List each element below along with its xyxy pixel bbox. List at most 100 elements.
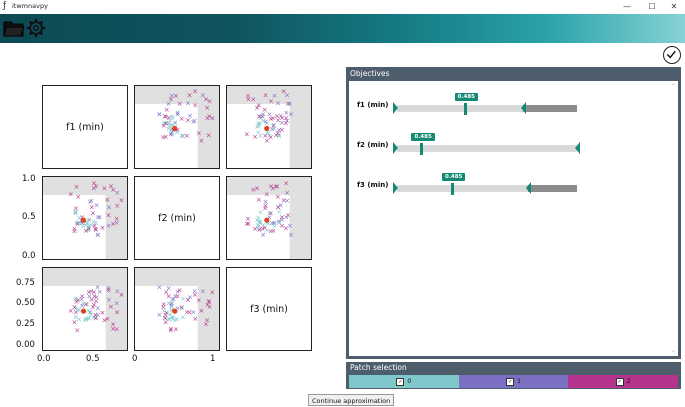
- continue-approximation-button[interactable]: Continue approximation: [308, 394, 395, 406]
- value-handle[interactable]: [451, 183, 454, 195]
- folder-open-icon[interactable]: [3, 16, 25, 40]
- lower-bound-handle-icon[interactable]: [393, 182, 398, 194]
- checkbox-icon[interactable]: ✓: [506, 377, 515, 386]
- patch-toggle-1[interactable]: ✓1: [458, 375, 569, 388]
- scatter-point: ×: [89, 203, 95, 211]
- scatter-point: ×: [163, 113, 169, 121]
- scatter-point: ×: [79, 302, 85, 310]
- scatter-point: ×: [101, 317, 107, 325]
- scatter-cell-r2c3[interactable]: ××××××××××××××××××××××××××××××××××××××××…: [226, 176, 312, 260]
- scatter-point: ×: [80, 222, 86, 230]
- y-tick: 0.75: [16, 278, 35, 288]
- title-bar: ƒ itwmnavpy — ☐ ✕: [0, 0, 685, 15]
- diag-label-f1: f1 (min): [66, 122, 104, 133]
- scatter-point: ×: [163, 119, 169, 127]
- scatter-point: ×: [106, 285, 112, 293]
- patch-toggle-0[interactable]: ✓0: [349, 375, 459, 388]
- scatter-cell-r1c3[interactable]: ××××××××××××××××××××××××××××××××××××××××…: [226, 85, 312, 169]
- scatter-point: ×: [87, 308, 93, 316]
- scatter-point: ×: [174, 129, 180, 137]
- scatter-point: ×: [256, 222, 262, 230]
- scatter-point: ×: [257, 120, 263, 128]
- scatter-point: ×: [271, 222, 277, 230]
- scatter-point: ×: [157, 311, 163, 319]
- scatter-point: ×: [275, 193, 281, 201]
- value-handle[interactable]: [463, 103, 467, 115]
- scatter-point: ×: [255, 122, 261, 130]
- scatter-point: ×: [172, 292, 178, 300]
- scatter-point: ×: [94, 294, 100, 302]
- scatter-point: ×: [255, 221, 261, 229]
- maximize-button[interactable]: ☐: [648, 2, 656, 11]
- checkbox-icon[interactable]: ✓: [615, 377, 624, 386]
- close-button[interactable]: ✕: [670, 2, 678, 11]
- objective-slider-f2[interactable]: 0.485: [393, 133, 580, 155]
- value-handle[interactable]: [420, 143, 424, 155]
- scatter-point: ×: [175, 288, 181, 296]
- minimize-button[interactable]: —: [623, 2, 631, 11]
- scatter-point: ×: [166, 125, 172, 133]
- scatter-point: ×: [184, 132, 190, 140]
- scatter-point: ×: [87, 198, 93, 206]
- scatter-point: ×: [275, 203, 281, 211]
- scatter-point: ×: [114, 300, 120, 308]
- scatter-point: ×: [68, 190, 74, 198]
- scatter-point: ×: [83, 301, 89, 309]
- scatter-point: ×: [91, 180, 97, 188]
- upper-bound-handle-icon[interactable]: [521, 102, 526, 114]
- scatter-cell-r1c2[interactable]: ××××××××××××××××××××××××××××××××××××××××…: [134, 85, 220, 169]
- scatter-plot-f1-f3: ××××××××××××××××××××××××××××××××××××××××…: [43, 268, 127, 350]
- scatter-point: ×: [170, 115, 176, 123]
- patch-selection-header: Patch selection: [350, 363, 407, 372]
- checkbox-icon[interactable]: ✓: [396, 377, 405, 386]
- objective-row-f3: f3 (min) 0.485: [357, 173, 587, 197]
- scatter-point: ×: [110, 220, 116, 228]
- scatter-point: ×: [276, 133, 282, 141]
- scatter-point: ×: [161, 120, 167, 128]
- scatter-point: ×: [93, 225, 99, 233]
- scatter-point: ×: [244, 131, 250, 139]
- scatter-point: ×: [114, 287, 120, 295]
- scatter-point: ×: [196, 296, 202, 304]
- scatter-point: ×: [162, 120, 168, 128]
- scatter-point: ×: [84, 220, 90, 228]
- scatter-point: ×: [79, 295, 85, 303]
- objective-slider-f3[interactable]: 0.485: [393, 173, 577, 195]
- scroll-down-arrow-icon[interactable]: ⌄: [670, 347, 676, 354]
- lower-bound-handle-icon[interactable]: [393, 142, 398, 154]
- scatter-cell-r2c1[interactable]: ××××××××××××××××××××××××××××××××××××××××…: [42, 176, 128, 260]
- scatter-point: ×: [271, 121, 277, 129]
- scatter-point: ×: [76, 219, 82, 227]
- objectives-header: Objectives: [350, 69, 390, 78]
- scatter-point: ×: [262, 204, 268, 212]
- objective-slider-f1[interactable]: 0.485: [393, 93, 577, 115]
- scatter-point: ×: [169, 306, 175, 314]
- scatter-point: ×: [73, 309, 79, 317]
- scatter-point: ×: [271, 227, 277, 235]
- scatter-point: ×: [85, 225, 91, 233]
- scatter-point: ×: [74, 220, 80, 228]
- scroll-up-arrow-icon[interactable]: ⌃: [670, 83, 676, 90]
- upper-bound-handle-icon[interactable]: [526, 182, 532, 194]
- scatter-point: ×: [287, 100, 293, 108]
- y-tick: 0.50: [16, 298, 35, 308]
- patch-toggle-2[interactable]: ✓2: [568, 375, 679, 388]
- gear-icon[interactable]: [25, 16, 47, 40]
- accept-button[interactable]: [663, 46, 681, 64]
- scatter-point: ×: [185, 116, 191, 124]
- scatter-point: ×: [88, 287, 94, 295]
- scatter-point: ×: [266, 219, 272, 227]
- value-label: 0.485: [411, 133, 435, 141]
- lower-bound-handle-icon[interactable]: [393, 102, 398, 114]
- scatter-cell-r3c1[interactable]: ××××××××××××××××××××××××××××××××××××××××…: [42, 267, 128, 351]
- scatter-matrix: f1 (min) ×××××××××××××××××××××××××××××××…: [0, 80, 330, 370]
- scatter-point: ×: [207, 303, 213, 311]
- scatter-point: ×: [91, 288, 97, 296]
- scatter-cell-r3c2[interactable]: ××××××××××××××××××××××××××××××××××××××××…: [134, 267, 220, 351]
- scatter-point: ×: [288, 231, 294, 239]
- upper-bound-handle-icon[interactable]: [575, 142, 580, 154]
- scatter-point: ×: [83, 221, 89, 229]
- scatter-point: ×: [93, 311, 99, 319]
- scatter-point: ×: [168, 327, 174, 335]
- scatter-point: ×: [185, 296, 191, 304]
